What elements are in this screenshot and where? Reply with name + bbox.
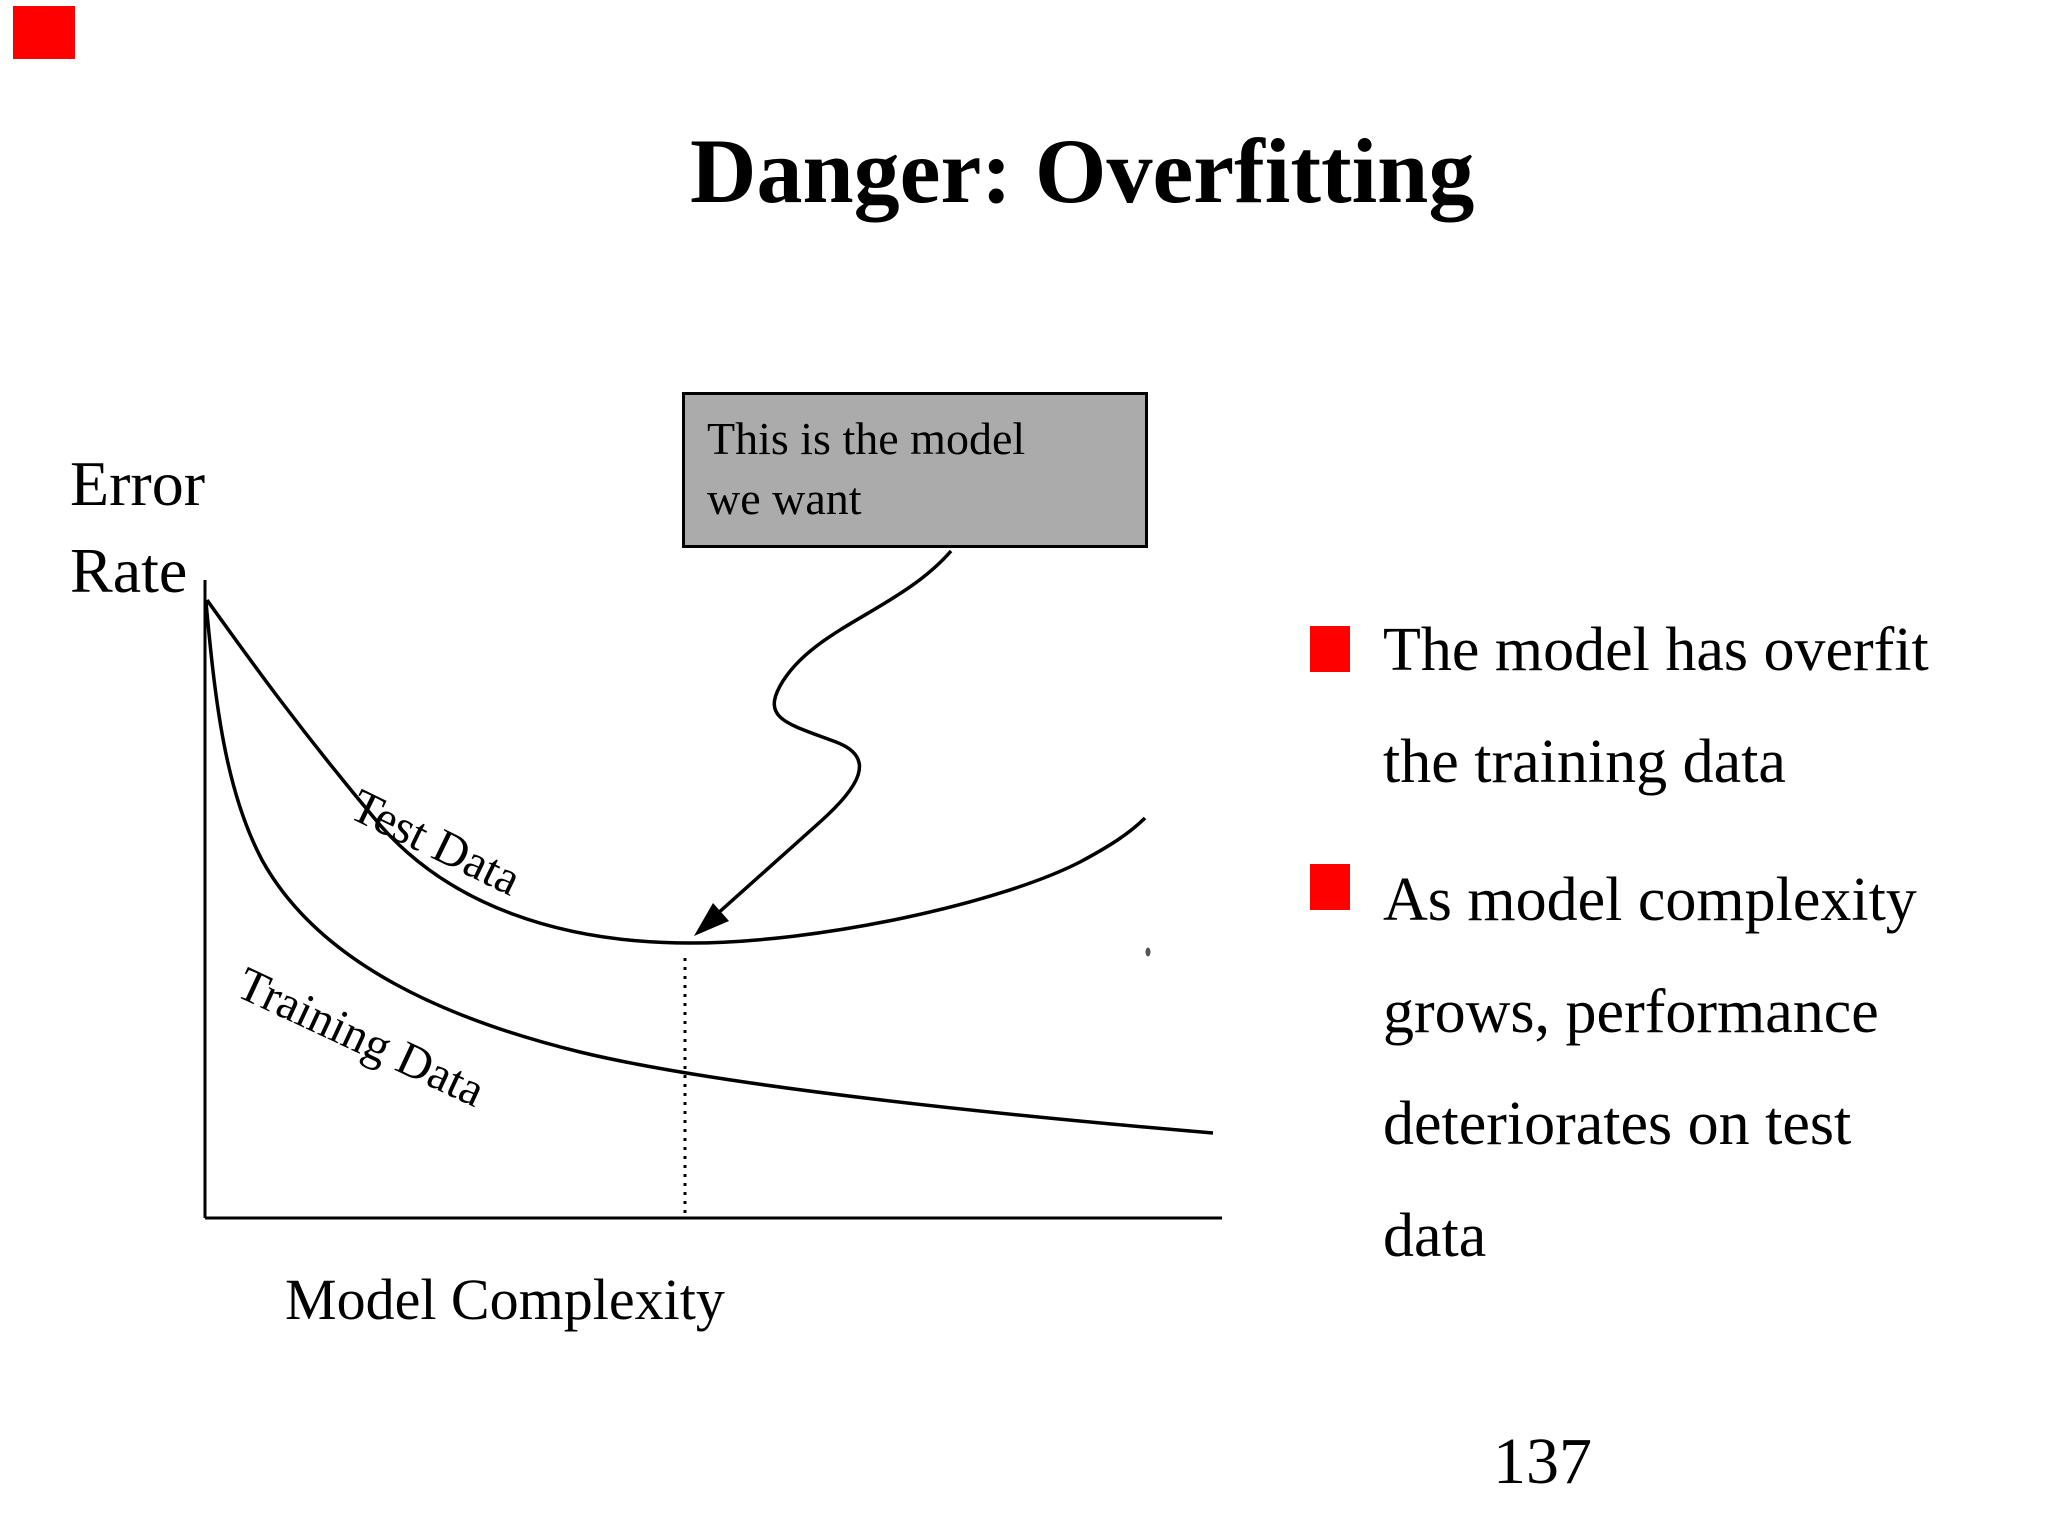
bullet-item-overfit: The model has overfit the training data <box>1383 616 1929 796</box>
corner-red-square <box>13 6 75 59</box>
slide-title: Danger: Overfitting <box>690 120 1475 222</box>
callout-arrow-curve <box>705 549 953 925</box>
training-data-curve <box>204 601 1214 1135</box>
bullet-square-icon <box>1310 864 1350 910</box>
bullet-item-complexity: As model complexity grows, performance d… <box>1383 866 1917 1270</box>
stray-dot <box>1145 947 1151 957</box>
test-data-curve <box>205 598 1147 945</box>
y-axis-label: Error Rate <box>70 448 206 606</box>
arrowhead <box>694 903 729 936</box>
callout-box: This is the model we want <box>682 392 1148 548</box>
bullet-square-icon <box>1310 626 1350 672</box>
page-number: 137 <box>1493 1425 1592 1498</box>
x-axis-label: Model Complexity <box>285 1267 725 1332</box>
